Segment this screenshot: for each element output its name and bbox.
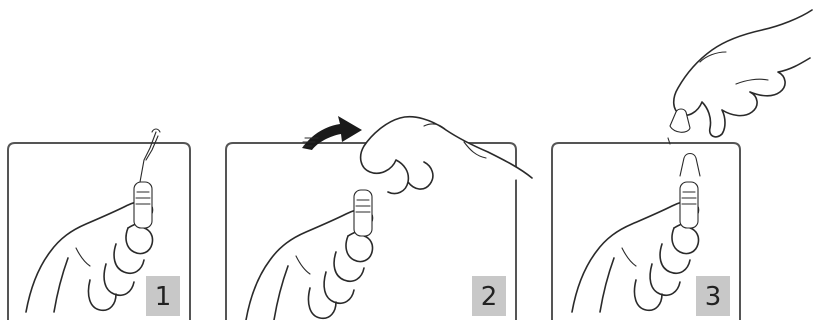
step-3-panel: 3 bbox=[552, 10, 812, 320]
ampoule-tip-icon bbox=[140, 129, 160, 182]
hand-icon bbox=[674, 10, 812, 137]
hand-icon bbox=[246, 190, 373, 320]
hand-icon bbox=[26, 182, 153, 312]
curved-arrow-icon bbox=[302, 116, 362, 150]
hand-icon bbox=[572, 182, 699, 312]
step-number: 1 bbox=[155, 282, 172, 312]
step-number: 3 bbox=[705, 282, 722, 312]
hand-icon bbox=[361, 117, 532, 194]
step-number: 2 bbox=[481, 282, 498, 312]
step-2-panel: 2 bbox=[226, 116, 532, 320]
step-1-panel: 1 bbox=[8, 129, 190, 320]
